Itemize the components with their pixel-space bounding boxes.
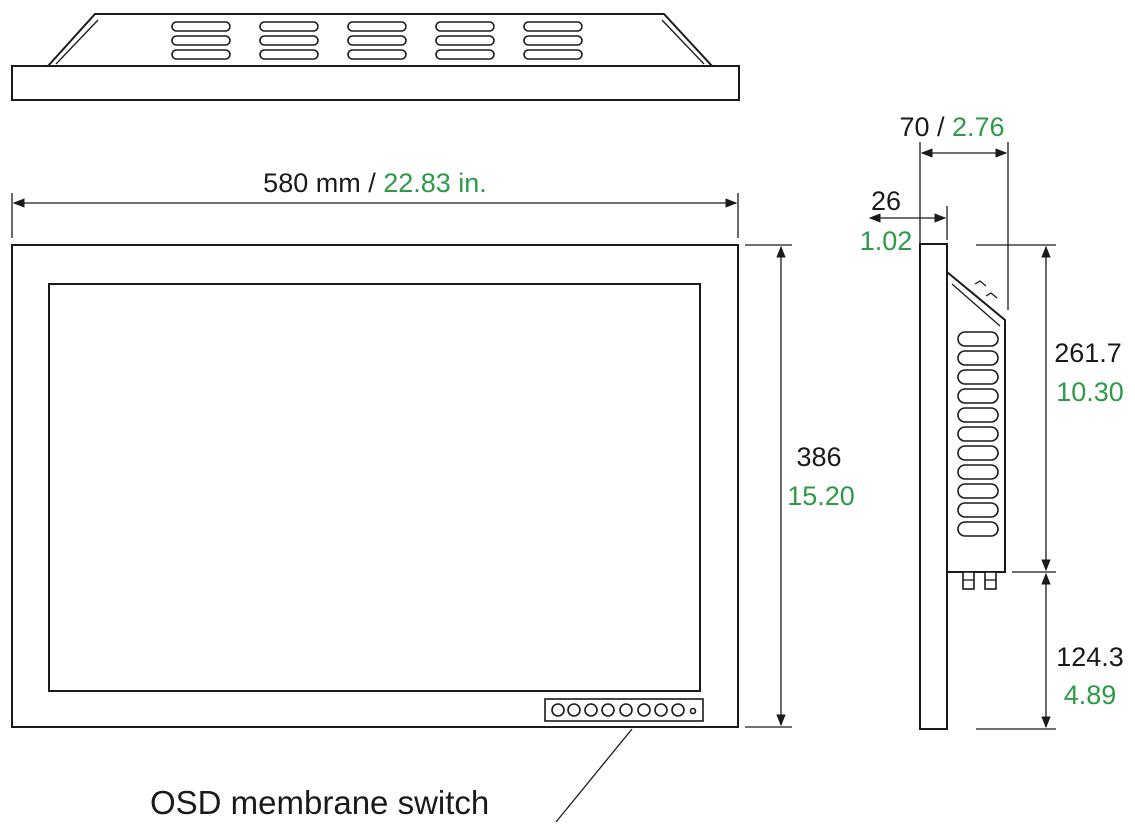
width-label: 580 mm / 22.83 in. xyxy=(263,168,487,198)
osd-button xyxy=(601,703,615,717)
side-view xyxy=(919,243,1006,730)
bezel-imperial: 1.02 xyxy=(860,226,913,256)
side-vent-slot xyxy=(957,464,999,480)
front-view xyxy=(11,244,739,728)
vent-slot xyxy=(171,35,231,46)
side-vent-slot xyxy=(957,350,999,366)
vent-slot xyxy=(523,35,583,46)
side-vent-slot xyxy=(957,407,999,423)
vent-slot xyxy=(347,35,407,46)
vent-slot xyxy=(171,49,231,60)
lower-imperial: 4.89 xyxy=(1064,680,1117,710)
side-vent-slot xyxy=(957,426,999,442)
side-view-vents xyxy=(957,331,999,537)
vent-slot xyxy=(435,35,495,46)
osd-button xyxy=(654,703,668,717)
vent-slot xyxy=(259,35,319,46)
upper-metric: 261.7 xyxy=(1054,338,1122,368)
osd-button xyxy=(619,703,633,717)
vent-slot xyxy=(435,49,495,60)
bezel-metric: 26 xyxy=(871,186,901,216)
side-vent-slot xyxy=(957,445,999,461)
height-imperial: 15.20 xyxy=(787,481,855,511)
side-vent-slot xyxy=(957,521,999,537)
osd-callout-label: OSD membrane switch xyxy=(150,784,489,821)
top-view-front-bezel xyxy=(11,65,740,101)
upper-imperial: 10.30 xyxy=(1056,377,1124,407)
vent-slot xyxy=(523,49,583,60)
side-vent-slot xyxy=(957,502,999,518)
vent-slot xyxy=(171,21,231,32)
height-metric: 386 xyxy=(796,442,841,472)
osd-button xyxy=(671,703,685,717)
vent-slot xyxy=(435,21,495,32)
osd-leader-line xyxy=(555,728,633,823)
osd-button xyxy=(567,703,581,717)
vent-slot xyxy=(259,21,319,32)
lower-metric: 124.3 xyxy=(1056,642,1124,672)
osd-button xyxy=(551,703,565,717)
side-vent-slot xyxy=(957,388,999,404)
osd-button xyxy=(584,703,598,717)
osd-button xyxy=(637,703,651,717)
vent-slot xyxy=(523,21,583,32)
vent-slot xyxy=(347,21,407,32)
top-view xyxy=(11,13,740,101)
side-view-connectors xyxy=(962,571,997,590)
osd-buttons xyxy=(551,703,697,717)
depth-label: 70 / 2.76 xyxy=(899,112,1004,142)
side-vent-slot xyxy=(957,331,999,347)
screen xyxy=(48,283,701,692)
side-vent-slot xyxy=(957,369,999,385)
side-vent-slot xyxy=(957,483,999,499)
side-view-front-bezel xyxy=(919,243,948,730)
osd-led xyxy=(689,707,697,715)
top-view-vents xyxy=(171,21,583,60)
vent-slot xyxy=(347,49,407,60)
vent-slot xyxy=(259,49,319,60)
